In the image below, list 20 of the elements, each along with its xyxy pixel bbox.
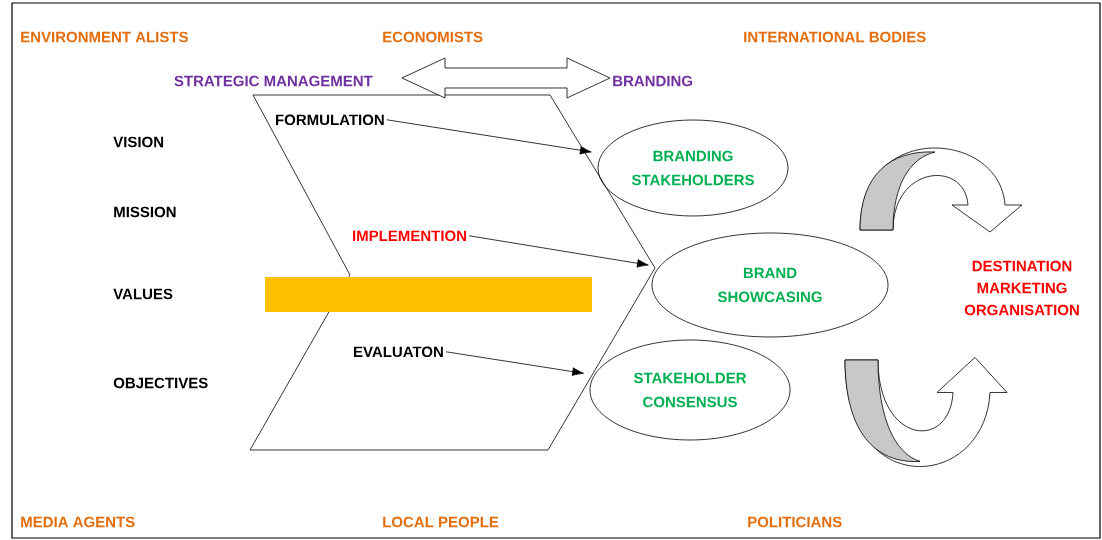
arrow xyxy=(445,351,584,376)
label: MEDIA AGENTS xyxy=(21,516,135,528)
node-text: FORMULATION xyxy=(276,114,384,126)
label: OBJECTIVES xyxy=(113,377,208,389)
node-text: IMPLEMENTION xyxy=(353,230,466,242)
label: POLITICIANS xyxy=(748,516,842,528)
label: INTERNATIONAL BODIES xyxy=(744,31,926,43)
label: LOCAL PEOPLE xyxy=(383,516,499,528)
node-text: BRANDING xyxy=(613,75,693,87)
arrow xyxy=(468,235,649,268)
label: ENVIRONMENT ALISTS xyxy=(21,31,188,43)
node-text: STRATEGIC MANAGEMENT xyxy=(174,75,373,87)
double-arrow xyxy=(401,57,611,99)
node-text: EVALUATON xyxy=(354,346,443,358)
label: VISION xyxy=(113,136,164,148)
label: ECONOMISTS xyxy=(383,31,483,43)
label: MISSION xyxy=(114,206,176,218)
arrow xyxy=(386,119,592,155)
label: DESTINATION MARKETING ORGANISATION xyxy=(964,260,1079,316)
label: VALUES xyxy=(113,288,173,300)
